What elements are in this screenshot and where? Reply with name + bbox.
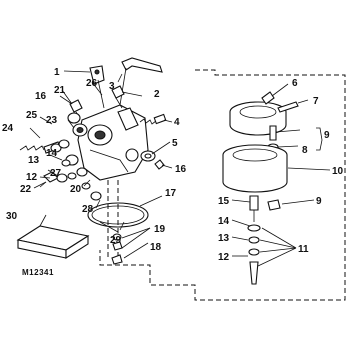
packing-seal-set — [50, 139, 79, 167]
retaining-screw-right — [154, 159, 165, 170]
float-upper — [229, 91, 287, 136]
callout-6: 6 — [292, 78, 298, 89]
callout-7: 7 — [313, 96, 319, 107]
callout-12-left: 12 — [26, 172, 38, 183]
lower-left-fittings — [33, 167, 102, 201]
callout-24: 24 — [2, 123, 14, 134]
bowl-drain-parts — [247, 195, 261, 285]
callout-2: 2 — [154, 89, 160, 100]
callout-19: 19 — [154, 224, 166, 235]
callout-5: 5 — [172, 138, 178, 149]
callout-9-upper: 9 — [324, 130, 330, 141]
callout-30: 30 — [6, 211, 18, 222]
callout-17: 17 — [165, 188, 177, 199]
float-bowl — [222, 144, 288, 211]
figure-reference: M12341 — [22, 268, 54, 277]
callout-20: 20 — [70, 184, 82, 195]
leader-lines — [29, 70, 331, 267]
callout-22: 22 — [20, 184, 32, 195]
callout-3: 3 — [109, 81, 115, 92]
callout-10: 10 — [332, 166, 344, 177]
upper-left-fittings — [67, 99, 88, 137]
callout-13-left: 13 — [28, 155, 40, 166]
idle-mixture-screw — [139, 113, 167, 125]
callout-25: 25 — [26, 110, 38, 121]
callout-23: 23 — [46, 115, 58, 126]
welch-plug — [140, 150, 156, 162]
callout-16-right: 16 — [175, 164, 187, 175]
callout-15: 15 — [218, 196, 230, 207]
callout-4: 4 — [174, 117, 180, 128]
callout-16-left: 16 — [35, 91, 47, 102]
callout-1: 1 — [54, 67, 60, 78]
repair-kit-box — [16, 225, 90, 260]
callout-labels: 1 2 3 4 5 16 17 26 16 21 25 23 24 13 14 … — [2, 67, 344, 263]
callout-29: 29 — [110, 235, 122, 246]
callout-11: 11 — [298, 244, 309, 255]
carburetor-body — [77, 104, 149, 181]
callout-21: 21 — [54, 85, 66, 96]
callout-26: 26 — [86, 78, 98, 89]
float-pin — [277, 101, 299, 113]
idle-speed-screw — [111, 85, 125, 109]
assembly-boundary — [99, 69, 346, 301]
callout-12-right: 12 — [218, 252, 230, 263]
callout-18: 18 — [150, 242, 162, 253]
callout-14-left: 14 — [46, 148, 58, 159]
callout-9-lower: 9 — [316, 196, 322, 207]
callout-8: 8 — [302, 145, 308, 156]
callout-13-right: 13 — [218, 233, 230, 244]
callout-14-right: 14 — [218, 216, 230, 227]
choke-shaft-lever — [119, 57, 163, 106]
callout-28: 28 — [82, 204, 94, 215]
callout-27: 27 — [50, 168, 62, 179]
